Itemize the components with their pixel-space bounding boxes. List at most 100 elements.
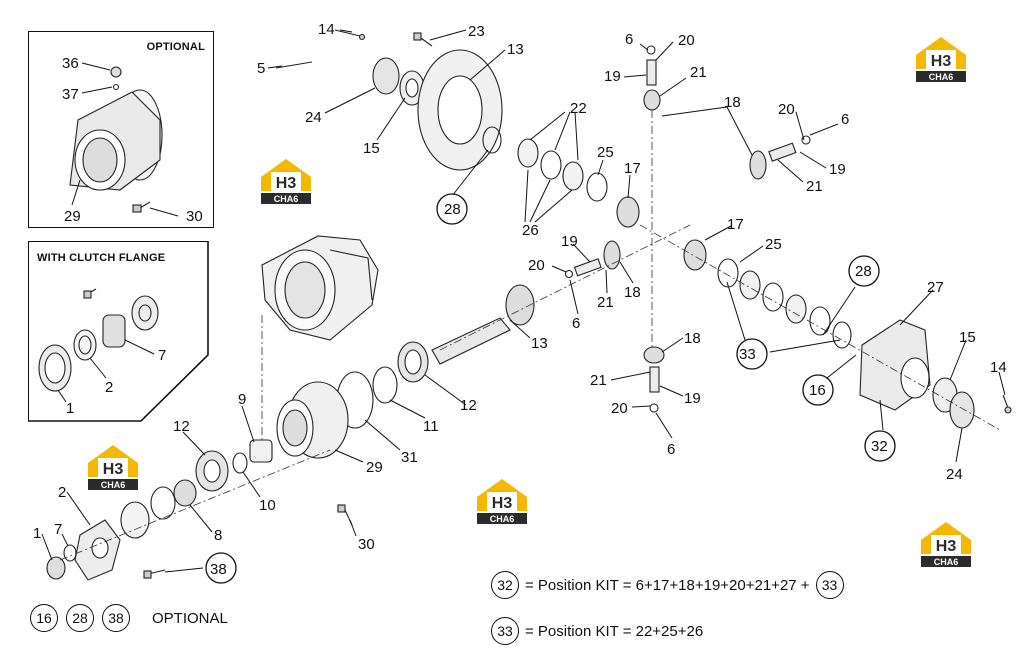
- label-20-right: 20: [778, 101, 795, 118]
- label-17-mid: 17: [727, 216, 744, 233]
- label-30-inset: 30: [186, 208, 203, 225]
- logo-bottom-text: CHA6: [101, 480, 126, 490]
- label-29-inset: 29: [64, 208, 81, 225]
- label-2-main: 2: [58, 484, 66, 501]
- label-21-top: 21: [690, 64, 707, 81]
- label-16-drawing: 16: [809, 382, 826, 399]
- label-24-right: 24: [946, 466, 963, 483]
- ring-10-part: [232, 452, 248, 474]
- logo-top-text: H3: [103, 461, 124, 478]
- logo-top-text: H3: [936, 538, 957, 555]
- label-25-mid: 25: [765, 236, 782, 253]
- label-32-drawing: 32: [871, 438, 888, 455]
- brand-logo-top-right: H3 CHA6: [912, 33, 970, 83]
- label-21-right: 21: [806, 178, 823, 195]
- label-9: 9: [238, 391, 246, 408]
- label-24-top: 24: [305, 109, 322, 126]
- bearing-24-part: [372, 57, 400, 95]
- nut-1-part: [46, 556, 66, 580]
- label-19-right: 19: [829, 161, 846, 178]
- brand-logo-left: H3 CHA6: [257, 155, 315, 205]
- label-22: 22: [570, 100, 587, 117]
- label-14-right: 14: [990, 359, 1007, 376]
- optional-parts-row: 16 28 38 OPTIONAL: [30, 604, 228, 632]
- label-1-main: 1: [33, 525, 41, 542]
- label-2-inset: 2: [105, 379, 113, 396]
- label-6-right: 6: [841, 111, 849, 128]
- spacer-9-part: [249, 439, 273, 463]
- logo-top-text: H3: [276, 175, 297, 192]
- label-20-top: 20: [678, 32, 695, 49]
- label-19-top: 19: [604, 68, 621, 85]
- logo-bottom-text: CHA6: [934, 557, 959, 567]
- kit-33-circle: 33: [491, 617, 519, 645]
- kit-32-ref-circle: 33: [815, 571, 844, 599]
- seal-part: [120, 501, 150, 539]
- optional-circle-28: 28: [66, 604, 94, 632]
- label-18-mid: 18: [624, 284, 641, 301]
- label-33-drawing: 33: [739, 346, 756, 363]
- label-28-top: 28: [444, 201, 461, 218]
- optional-housing-part: [69, 66, 163, 213]
- label-27: 27: [927, 279, 944, 296]
- optional-circle-16: 16: [30, 604, 58, 632]
- differential-case-27-part: [859, 319, 931, 411]
- bearing-24b-part: [949, 391, 975, 429]
- kit-33-legend: 33 = Position KIT = 22+25+26: [491, 617, 703, 645]
- label-13-shaft: 13: [531, 335, 548, 352]
- label-31: 31: [401, 449, 418, 466]
- label-23: 23: [468, 23, 485, 40]
- flange-housing-29-part: [276, 381, 349, 459]
- brand-logo-bottom-left: H3 CHA6: [84, 441, 142, 491]
- label-1-inset: 1: [66, 400, 74, 417]
- nut-8-part: [173, 479, 197, 507]
- label-12-right: 12: [460, 397, 477, 414]
- label-38-drawing: 38: [210, 561, 227, 578]
- label-20-low: 20: [611, 400, 628, 417]
- label-12-left: 12: [173, 418, 190, 435]
- label-10: 10: [259, 497, 276, 514]
- pinion-shaft-part: [431, 284, 535, 365]
- logo-bottom-text: CHA6: [274, 194, 299, 204]
- kit-33-text: = Position KIT = 22+25+26: [525, 622, 704, 640]
- optional-circle-38: 38: [102, 604, 130, 632]
- label-15-top: 15: [363, 140, 380, 157]
- label-20-mid: 20: [528, 257, 545, 274]
- optional-inset-title: OPTIONAL: [146, 41, 205, 53]
- label-13-top: 13: [507, 41, 524, 58]
- label-7-main: 7: [54, 521, 62, 538]
- label-36: 36: [62, 55, 79, 72]
- logo-bottom-text: CHA6: [929, 72, 954, 82]
- clutch-flange-inset-title: WITH CLUTCH FLANGE: [37, 252, 166, 264]
- label-28-right: 28: [855, 263, 872, 280]
- clutch-inset-edge: [28, 241, 209, 422]
- side-gear-17b-part: [683, 239, 707, 271]
- label-11: 11: [423, 418, 439, 435]
- brand-logo-bottom-right: H3 CHA6: [917, 518, 975, 568]
- label-19-low: 19: [684, 390, 701, 407]
- clutch-inset-parts: [38, 288, 159, 392]
- label-19-mid: 19: [561, 233, 578, 250]
- label-30-main: 30: [358, 536, 375, 553]
- label-7-inset: 7: [158, 347, 166, 364]
- o-ring-7-part: [63, 544, 77, 562]
- label-5: 5: [257, 60, 265, 77]
- label-17-top: 17: [624, 160, 641, 177]
- label-18-top: 18: [724, 94, 741, 111]
- label-26: 26: [522, 222, 539, 239]
- label-21-mid: 21: [597, 294, 614, 311]
- label-18-low: 18: [684, 330, 701, 347]
- label-6-mid: 6: [572, 315, 580, 332]
- kit-32-circle: 32: [491, 571, 519, 599]
- logo-top-text: H3: [931, 53, 952, 70]
- label-6-low: 6: [667, 441, 675, 458]
- side-gear-17-part: [616, 196, 640, 228]
- kit-32-text: = Position KIT = 6+17+18+19+20+21+27 +: [525, 576, 810, 594]
- logo-top-text: H3: [492, 495, 513, 512]
- label-8: 8: [214, 527, 222, 544]
- washer-part: [150, 486, 176, 520]
- label-25-top: 25: [597, 144, 614, 161]
- label-6-top: 6: [625, 31, 633, 48]
